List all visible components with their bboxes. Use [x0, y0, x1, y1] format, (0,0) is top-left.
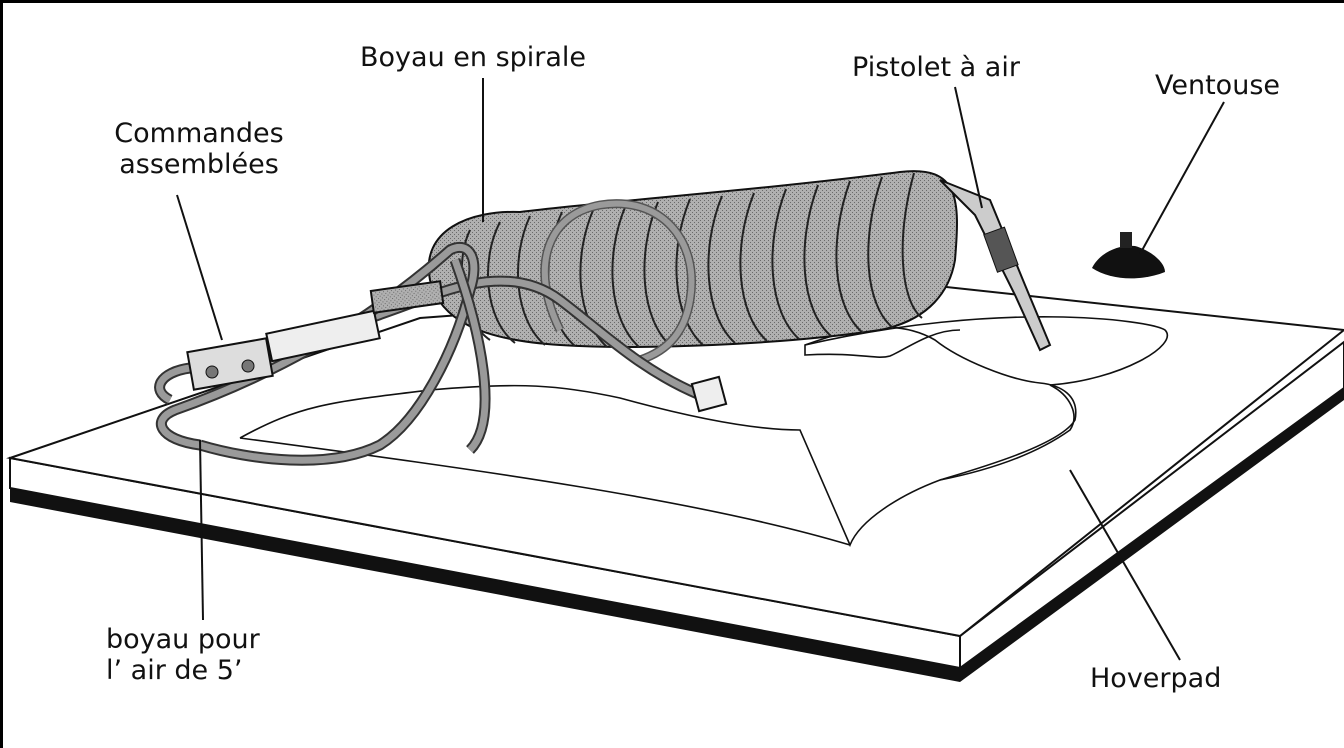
label-boyau-line1: boyau pour — [106, 624, 306, 655]
suction-cup — [1092, 232, 1165, 278]
label-boyau-pour-air: boyau pour l’ air de 5’ — [106, 624, 306, 686]
label-commandes-line2: assemblées — [92, 149, 306, 180]
label-ventouse: Ventouse — [1155, 70, 1280, 101]
elbow-fitting — [692, 377, 726, 411]
label-hoverpad: Hoverpad — [1090, 663, 1221, 694]
label-boyau-line2: l’ air de 5’ — [106, 655, 306, 686]
label-pistolet-a-air: Pistolet à air — [852, 52, 1020, 83]
label-boyau-en-spirale: Boyau en spirale — [360, 42, 586, 73]
label-commandes-line1: Commandes — [92, 118, 306, 149]
label-commandes-assemblees: Commandes assemblées — [92, 118, 306, 180]
